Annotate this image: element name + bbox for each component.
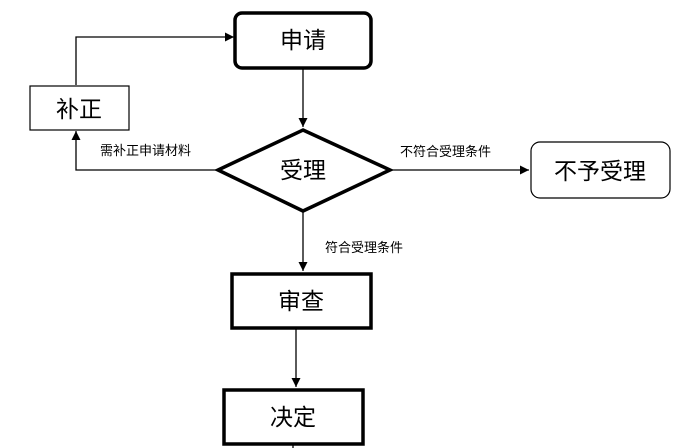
- node-review-box: [230, 272, 373, 330]
- node-review-label: 审查: [278, 289, 324, 315]
- edge-label-qualified: 符合受理条件: [325, 240, 403, 256]
- node-reject-box: [530, 141, 671, 199]
- node-reject-label: 不予受理: [554, 159, 646, 185]
- edge-label-not-qualified: 不符合受理条件: [400, 144, 491, 160]
- node-review: 审查: [230, 272, 373, 330]
- arrow-supplement-to-apply: [75, 32, 234, 85]
- node-decide-label: 决定: [270, 405, 316, 431]
- node-decide: 决定: [222, 388, 365, 446]
- node-apply-label: 申请: [280, 28, 326, 54]
- node-accept: 受理: [213, 128, 395, 213]
- connectors: [71, 32, 529, 448]
- node-apply-box: [233, 11, 373, 70]
- node-accept-label: 受理: [280, 158, 326, 184]
- node-supplement-box: [29, 85, 130, 131]
- node-accept-diamond: [213, 128, 395, 213]
- node-apply: 申请: [233, 11, 373, 70]
- node-decide-box: [222, 388, 365, 446]
- node-reject: 不予受理: [530, 141, 671, 199]
- node-supplement-label: 补正: [56, 97, 102, 123]
- arrow-accept-to-supplement: [71, 131, 218, 171]
- node-supplement: 补正: [29, 85, 130, 131]
- edge-label-need-supplement: 需补正申请材料: [100, 144, 191, 159]
